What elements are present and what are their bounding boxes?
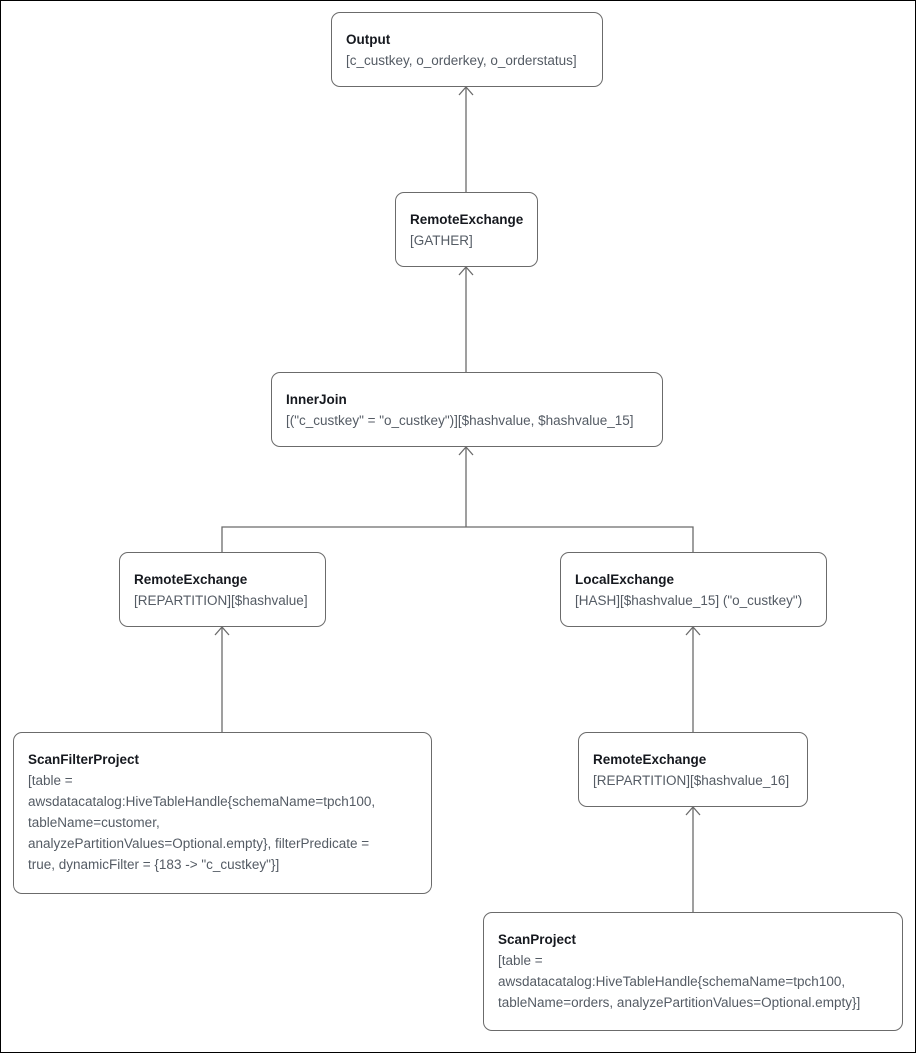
node-desc: [REPARTITION][$hashvalue] xyxy=(134,593,308,608)
node-desc: [c_custkey, o_orderkey, o_orderstatus] xyxy=(346,53,577,68)
node-desc: [("c_custkey" = "o_custkey")][$hashvalue… xyxy=(286,413,634,428)
node-remote-exchange-gather[interactable]: RemoteExchange [GATHER] xyxy=(395,192,538,267)
node-title: LocalExchange xyxy=(575,572,675,587)
node-title: Output xyxy=(346,32,391,47)
edge-scan-project-to-remote-repartition-16-arrowhead xyxy=(685,806,701,816)
edge-remote-repartition-16-to-local-exchange-arrowhead xyxy=(685,626,701,636)
node-inner-join[interactable]: InnerJoin [("c_custkey" = "o_custkey")][… xyxy=(271,372,663,447)
node-title: RemoteExchange xyxy=(134,572,248,587)
node-desc: [REPARTITION][$hashvalue_16] xyxy=(593,773,790,788)
edge-scan-filter-project-to-remote-repartition-arrowhead xyxy=(214,626,230,636)
node-remote-exchange-repartition[interactable]: RemoteExchange [REPARTITION][$hashvalue] xyxy=(119,552,326,627)
node-scan-project[interactable]: ScanProject [table = awsdatacatalog:Hive… xyxy=(483,912,903,1031)
edge-remote-gather-to-output-arrowhead xyxy=(458,86,474,96)
node-desc: [table = awsdatacatalog:HiveTableHandle{… xyxy=(498,953,861,1010)
edge-local-exchange-to-inner-join xyxy=(466,526,694,552)
node-title: RemoteExchange xyxy=(410,212,524,227)
node-output[interactable]: Output [c_custkey, o_orderkey, o_orderst… xyxy=(331,12,603,87)
node-title: InnerJoin xyxy=(286,392,347,407)
node-desc: [HASH][$hashvalue_15] ("o_custkey") xyxy=(575,593,803,608)
node-desc: [table = awsdatacatalog:HiveTableHandle{… xyxy=(28,773,376,872)
node-title: RemoteExchange xyxy=(593,752,707,767)
node-desc: [GATHER] xyxy=(410,233,473,248)
node-title: ScanProject xyxy=(498,932,577,947)
node-title: ScanFilterProject xyxy=(28,752,140,767)
node-remote-exchange-repartition-16[interactable]: RemoteExchange [REPARTITION][$hashvalue_… xyxy=(578,732,808,807)
edge-inner-join-to-remote-gather-arrowhead xyxy=(458,266,474,276)
edge-remote-repartition-to-inner-join xyxy=(221,526,466,552)
node-scan-filter-project[interactable]: ScanFilterProject [table = awsdatacatalo… xyxy=(13,732,432,894)
edge-inner-join-arrowhead xyxy=(458,446,474,456)
node-local-exchange[interactable]: LocalExchange [HASH][$hashvalue_15] ("o_… xyxy=(560,552,827,627)
